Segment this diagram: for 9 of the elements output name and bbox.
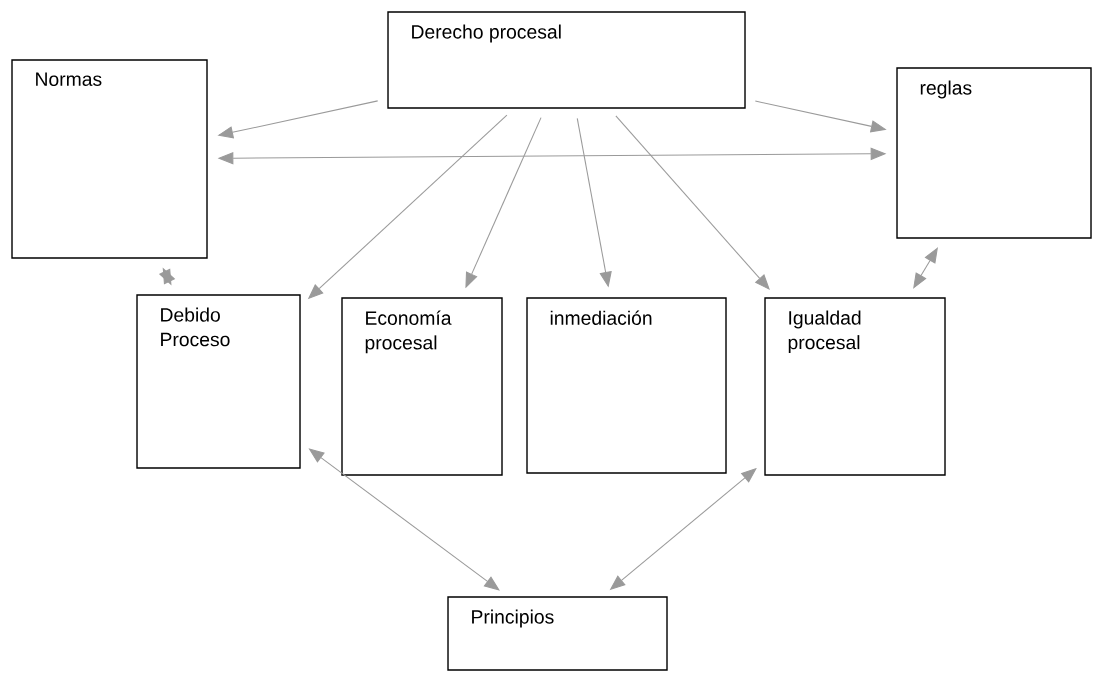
box: inmediación	[526, 297, 727, 474]
box: Igualdad procesal	[764, 297, 946, 476]
box: Principios	[447, 596, 668, 671]
box: Economía procesal	[341, 297, 503, 476]
arrow	[913, 247, 938, 289]
box: reglas	[896, 67, 1092, 239]
box: Normas	[11, 59, 208, 259]
box: Debido Proceso	[136, 294, 301, 469]
box: Derecho procesal	[387, 11, 746, 109]
